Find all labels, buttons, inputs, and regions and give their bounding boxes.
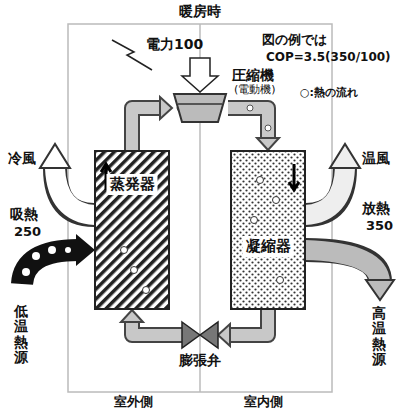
condenser-box-shape: [230, 150, 306, 310]
heat-absorb-arrow: [22, 234, 95, 284]
compressor-body: [174, 94, 226, 122]
region-frame: [68, 24, 332, 392]
air-label: 冷風: [8, 150, 36, 167]
heat-value: 250: [14, 224, 41, 240]
refrigerant-pipe: [218, 310, 268, 346]
side-label: 室外側: [114, 394, 153, 410]
cop-formula: COP=3.5(350/100): [266, 50, 391, 64]
component-label: 蒸発器: [107, 174, 158, 195]
condenser-box: 凝縮器: [230, 150, 306, 310]
compressor-symbol: 圧縮機(電動機): [172, 92, 228, 124]
refrigerant-pipe: [228, 108, 279, 150]
note-text: 図の例では: [262, 32, 327, 48]
pipe-outline: [132, 321, 182, 335]
heat-value: 350: [366, 218, 393, 234]
power-arrow: [182, 58, 218, 92]
evaporator-box: 蒸発器: [94, 150, 170, 310]
compressor-line: [178, 103, 222, 105]
pipe-fill: [132, 108, 161, 150]
heat-mark: [143, 287, 150, 294]
arrow-head: [218, 324, 230, 346]
source-label: 低温熱源: [14, 304, 28, 366]
component-label: 膨張弁: [179, 352, 221, 369]
component-label: 圧縮機: [232, 67, 274, 84]
legend-note: ○:熱の流れ: [300, 86, 358, 99]
title: 暖房時: [0, 3, 400, 20]
compressor-symbol-shape: [172, 92, 228, 124]
arrow-head: [121, 310, 143, 322]
refrigerant-pipe: [132, 97, 172, 150]
heat-release-arrow: [305, 250, 394, 300]
valve-body: [182, 322, 218, 348]
heat-mark: [277, 277, 284, 284]
expansion-valve-shape: [182, 322, 218, 348]
heat-label: 吸熱: [10, 206, 38, 223]
pipe-fill: [132, 321, 182, 335]
component-label: 凝縮器: [243, 236, 294, 257]
side-label: 室内側: [244, 394, 283, 410]
heat-label: 放熱: [362, 200, 390, 217]
heat-mark: [131, 267, 138, 274]
power-label: 電力100: [146, 36, 203, 53]
pipe-outline: [229, 310, 268, 335]
arrow-head: [257, 138, 279, 150]
air-label: 温風: [362, 150, 390, 167]
expansion-valve: 膨張弁: [182, 322, 218, 348]
exchanger-body: [95, 151, 169, 309]
heat-mark: [273, 197, 280, 204]
heat-mark: [257, 177, 264, 184]
warm-air-arrow: [305, 144, 360, 215]
refrigerant-pipe: [121, 310, 182, 335]
pipe-outline: [132, 108, 161, 150]
pipe-outline: [228, 108, 268, 139]
component-note: (電動機): [234, 83, 276, 96]
exchanger-body: [231, 151, 305, 309]
heat-mark: [121, 247, 128, 254]
heat-mark: [251, 217, 258, 224]
arrow-head: [160, 97, 172, 119]
source-label: 高温熱源: [372, 306, 386, 368]
flow-arrow: [289, 164, 299, 190]
pipe-fill: [229, 310, 268, 335]
cold-air-arrow: [40, 144, 95, 215]
pipe-fill: [228, 108, 268, 139]
